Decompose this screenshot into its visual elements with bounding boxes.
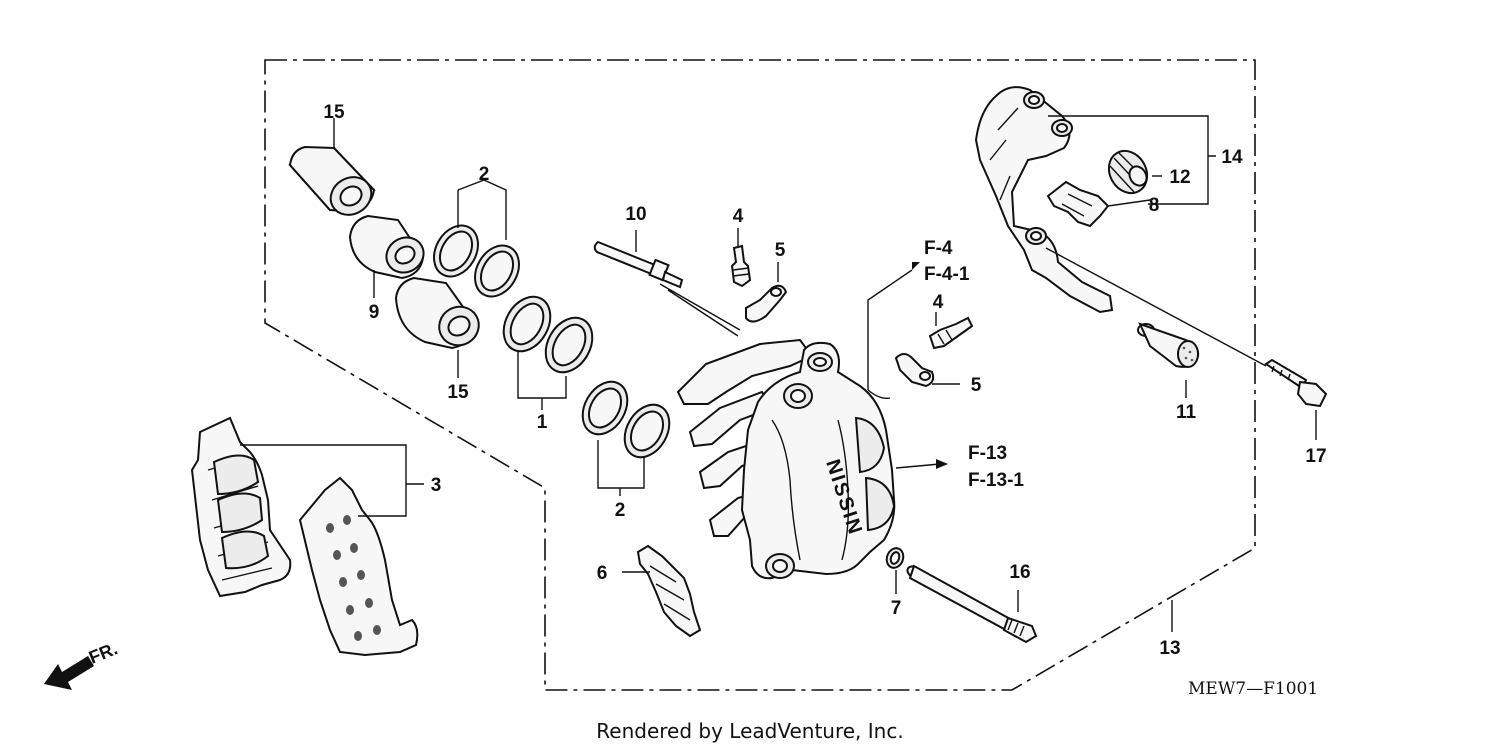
callout-10: 10 [625, 204, 646, 225]
callout-13: 13 [1159, 638, 1180, 659]
part-3-brake-pad-rear[interactable] [190, 416, 292, 598]
callout-11: 11 [1176, 402, 1197, 423]
callout-5-lower: 5 [971, 375, 982, 396]
part-5-bleeder-cap-upper[interactable] [745, 284, 788, 323]
part-9-sleeve[interactable] [348, 214, 430, 280]
callout-1: 1 [537, 412, 548, 433]
ref-f13-1[interactable]: F-13-1 [968, 470, 1024, 491]
part-4-bleeder-lower[interactable] [928, 316, 974, 350]
assembly-boundary [264, 59, 1256, 691]
part-16-pin-bolt[interactable] [905, 564, 1038, 644]
part-1-piston-a[interactable] [494, 288, 559, 359]
part-2-piston-seal-lower-b[interactable] [616, 397, 679, 465]
pad-friction-holes [326, 515, 381, 641]
part-14-caliper-bracket[interactable] [974, 86, 1114, 314]
callout-2-upper: 2 [479, 164, 490, 185]
diagram-code: MEW7—F1001 [1188, 679, 1318, 699]
callout-17: 17 [1305, 446, 1326, 467]
callout-7: 7 [891, 598, 902, 619]
callout-15-upper: 15 [323, 102, 345, 123]
front-arrow-icon [44, 656, 94, 690]
part-8-pad-retainer[interactable] [1046, 180, 1110, 228]
part-4-bleeder-upper[interactable] [730, 244, 752, 288]
part-13-caliper-body[interactable]: NISSIN [676, 338, 896, 580]
callout-3: 3 [431, 475, 442, 496]
part-15-lower-sleeve[interactable] [394, 276, 486, 352]
callout-6: 6 [597, 563, 608, 584]
boot-pin-texture [1182, 346, 1194, 362]
leader-lines [240, 115, 1317, 632]
callout-14: 14 [1221, 147, 1243, 168]
callout-2-lower: 2 [615, 500, 626, 521]
ref-arrow-f4 [912, 262, 920, 270]
front-direction-indicator: FR. [44, 638, 120, 690]
callout-4-upper: 4 [733, 206, 744, 227]
part-2-piston-seal-lower-a[interactable] [574, 374, 637, 442]
part-5-bleeder-cap-lower[interactable] [894, 353, 935, 388]
part-10-pad-pin[interactable] [593, 240, 684, 289]
callout-12: 12 [1169, 167, 1190, 188]
part-15-upper-sleeve[interactable] [288, 145, 378, 222]
ref-f4-1[interactable]: F-4-1 [924, 264, 970, 285]
part-2-piston-seal-upper-b[interactable] [466, 238, 528, 305]
render-credit: Rendered by LeadVenture, Inc. [596, 719, 903, 743]
callout-4-lower: 4 [933, 292, 944, 313]
ref-f4[interactable]: F-4 [924, 238, 953, 259]
part-2-piston-seal-upper-a[interactable] [425, 218, 487, 285]
part-17-bolt[interactable] [1264, 358, 1328, 408]
part-12-dust-boot[interactable] [1101, 144, 1154, 200]
ref-arrow-f13 [936, 459, 948, 469]
callout-15-lower: 15 [447, 382, 469, 403]
part-7-o-ring[interactable] [884, 546, 906, 570]
callout-8: 8 [1149, 195, 1160, 216]
front-label: FR. [86, 638, 120, 667]
part-11-boot-pin[interactable] [1137, 322, 1200, 368]
ref-f13[interactable]: F-13 [968, 443, 1007, 464]
callout-5-upper: 5 [775, 240, 786, 261]
part-6-pad-spring[interactable] [636, 544, 702, 638]
callout-9: 9 [369, 302, 380, 323]
part-3-brake-pad-front[interactable] [298, 476, 419, 657]
callout-16: 16 [1009, 562, 1030, 583]
part-1-piston-b[interactable] [536, 309, 601, 380]
